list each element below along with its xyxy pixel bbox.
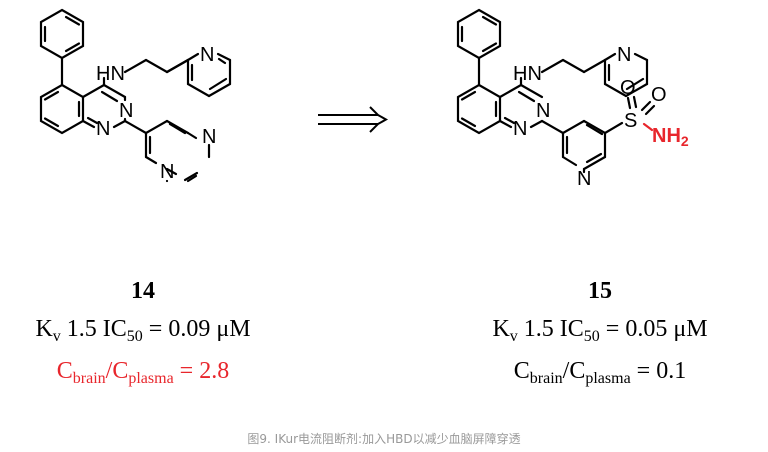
atom-n-14-c: N	[96, 118, 110, 140]
atom-n-15-d: N	[577, 168, 591, 190]
ic-value-15: = 0.05 μM	[600, 316, 708, 342]
atom-nh2-15: NH2	[652, 125, 689, 149]
brain-slash-15: /C	[563, 358, 586, 384]
brain-sub2-14: plasma	[128, 370, 173, 387]
brain-slash-14: /C	[106, 358, 129, 384]
ic-prefix-14: 1.5 IC	[61, 316, 127, 342]
brain-c1-14: C	[57, 358, 73, 384]
kv-sub-15: v	[510, 328, 518, 345]
atom-n-14-e: N	[160, 161, 174, 183]
brain-value-15: = 0.1	[631, 358, 687, 384]
atom-o-15-a: O	[620, 77, 636, 99]
atom-n-14-a: N	[200, 44, 214, 66]
atom-n-14-b: N	[119, 100, 133, 122]
label-block-14: 14 Kv 1.5 IC50 = 0.09 μM Cbrain/Cplasma …	[35, 278, 250, 387]
molecule-14	[39, 8, 232, 183]
nh-label: NH	[652, 125, 681, 147]
brain-value-14: = 2.8	[174, 358, 230, 384]
brain-sub1-14: brain	[73, 370, 106, 387]
figure-caption: 图9. IKur电流阻断剂:加入HBD以减少血脑屏障穿透	[247, 432, 521, 446]
atom-n-15-a: N	[617, 44, 631, 66]
ic-value-14: = 0.09 μM	[143, 316, 251, 342]
atom-o-15-b: O	[651, 84, 667, 106]
kv-sub-14: v	[53, 328, 61, 345]
ic-prefix-15: 1.5 IC	[518, 316, 584, 342]
atom-n-15-b: N	[536, 100, 550, 122]
reaction-arrow	[318, 106, 389, 133]
atom-n-15-c: N	[513, 118, 527, 140]
compound-id-14: 14	[131, 278, 155, 304]
compound-id-15: 15	[588, 278, 612, 304]
atom-s-15: S	[624, 110, 637, 132]
atom-hn-14: HN	[96, 63, 125, 85]
molecule-15-atoms: HN N N N N O O S NH2	[513, 44, 689, 190]
kv-prefix-15: K	[492, 316, 510, 342]
brain-c1-15: C	[514, 358, 530, 384]
brain-ratio-15: Cbrain/Cplasma = 0.1	[514, 358, 686, 387]
molecule-14-atoms: HN N N N N N	[96, 44, 216, 183]
atom-hn-15: HN	[513, 63, 542, 85]
kv-prefix-14: K	[35, 316, 53, 342]
kv-line-15: Kv 1.5 IC50 = 0.05 μM	[492, 316, 707, 345]
label-block-15: 15 Kv 1.5 IC50 = 0.05 μM Cbrain/Cplasma …	[492, 278, 707, 387]
ic-sub-15: 50	[584, 328, 600, 345]
molecule-15	[456, 8, 656, 174]
brain-sub2-15: plasma	[585, 370, 630, 387]
nh-sub: 2	[681, 133, 689, 149]
brain-sub1-15: brain	[530, 370, 563, 387]
brain-ratio-14: Cbrain/Cplasma = 2.8	[57, 358, 229, 387]
ic-sub-14: 50	[127, 328, 143, 345]
kv-line-14: Kv 1.5 IC50 = 0.09 μM	[35, 316, 250, 345]
atom-n-14-d: N	[202, 126, 216, 148]
